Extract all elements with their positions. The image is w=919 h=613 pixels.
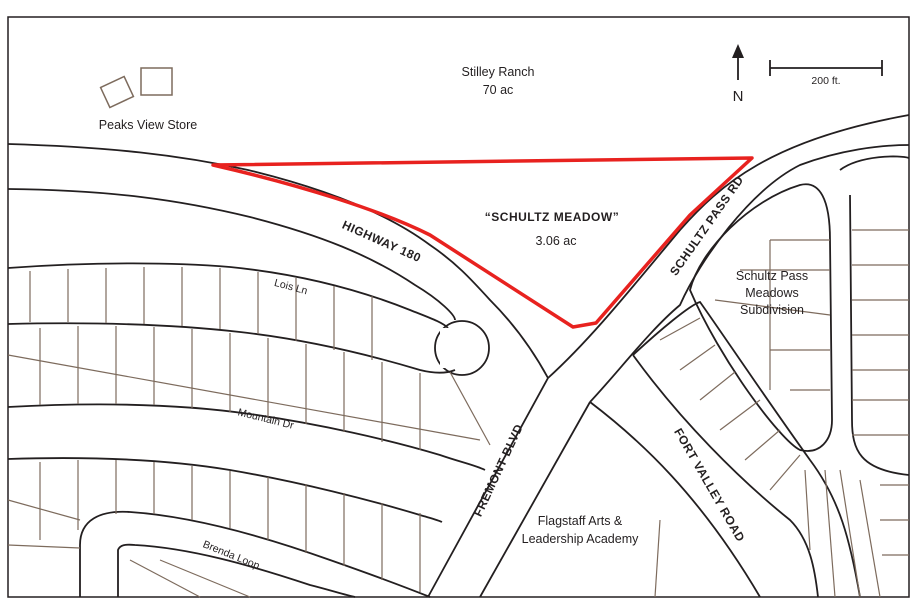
schultz-pass-rd-west-edge	[547, 114, 910, 379]
fremont-blvd-west-edge	[427, 377, 549, 598]
schultz-meadow-parcel-outline[interactable]	[211, 156, 754, 329]
fort-valley-road-west-edge	[589, 401, 761, 598]
subdivision-label-3: Subdivision	[740, 303, 804, 317]
fremont-blvd-east-edge	[479, 401, 591, 598]
fort-valley-inner-edge	[632, 354, 819, 598]
school-lot-line	[654, 519, 661, 598]
highway-180-north-edge	[7, 143, 549, 379]
parcel-name: “SCHULTZ MEADOW”	[485, 210, 619, 224]
school-label-1: Flagstaff Arts &	[538, 514, 623, 528]
mountain-dr-north-edge	[7, 403, 486, 471]
scale-bar-icon	[769, 60, 883, 76]
subdivision-label-2: Meadows	[745, 286, 799, 300]
lois-ln-cul-de-sac	[434, 320, 490, 376]
building-icon	[99, 67, 173, 109]
highway-180-south-edge	[7, 188, 456, 321]
brenda-loop-inner	[117, 543, 356, 598]
scale-label: 200 ft.	[811, 75, 840, 87]
school-label-2: Leadership Academy	[522, 532, 639, 546]
mountain-dr-label: Mountain Dr	[237, 406, 296, 432]
lois-ln-road	[7, 262, 449, 329]
map-border	[7, 16, 910, 598]
parcel-area: 3.06 ac	[535, 234, 576, 248]
store-label: Peaks View Store	[99, 118, 197, 132]
fort-valley-road-north-edge	[632, 300, 861, 598]
subdivision-label-1: Schultz Pass	[736, 269, 808, 283]
subdivision-east-road	[839, 155, 910, 171]
mountain-dr-south-edge	[7, 457, 443, 523]
lot-lines-west	[7, 267, 491, 598]
subdivision-block	[689, 183, 833, 452]
subdivision-east-road-2	[849, 194, 910, 476]
fort-valley-road-label: FORT VALLEY ROAD	[671, 426, 748, 545]
fremont-blvd-label: FREMONT BLVD	[471, 422, 526, 519]
lois-ln-road-south	[7, 322, 456, 374]
ranch-name: Stilley Ranch	[462, 65, 535, 79]
brenda-loop-outer	[79, 510, 431, 598]
ranch-area: 70 ac	[483, 83, 514, 97]
lois-ln-label: Lois Ln	[273, 277, 309, 297]
lot-lines-east	[659, 229, 909, 598]
north-arrow-icon	[732, 44, 744, 80]
north-label: N	[733, 88, 744, 105]
